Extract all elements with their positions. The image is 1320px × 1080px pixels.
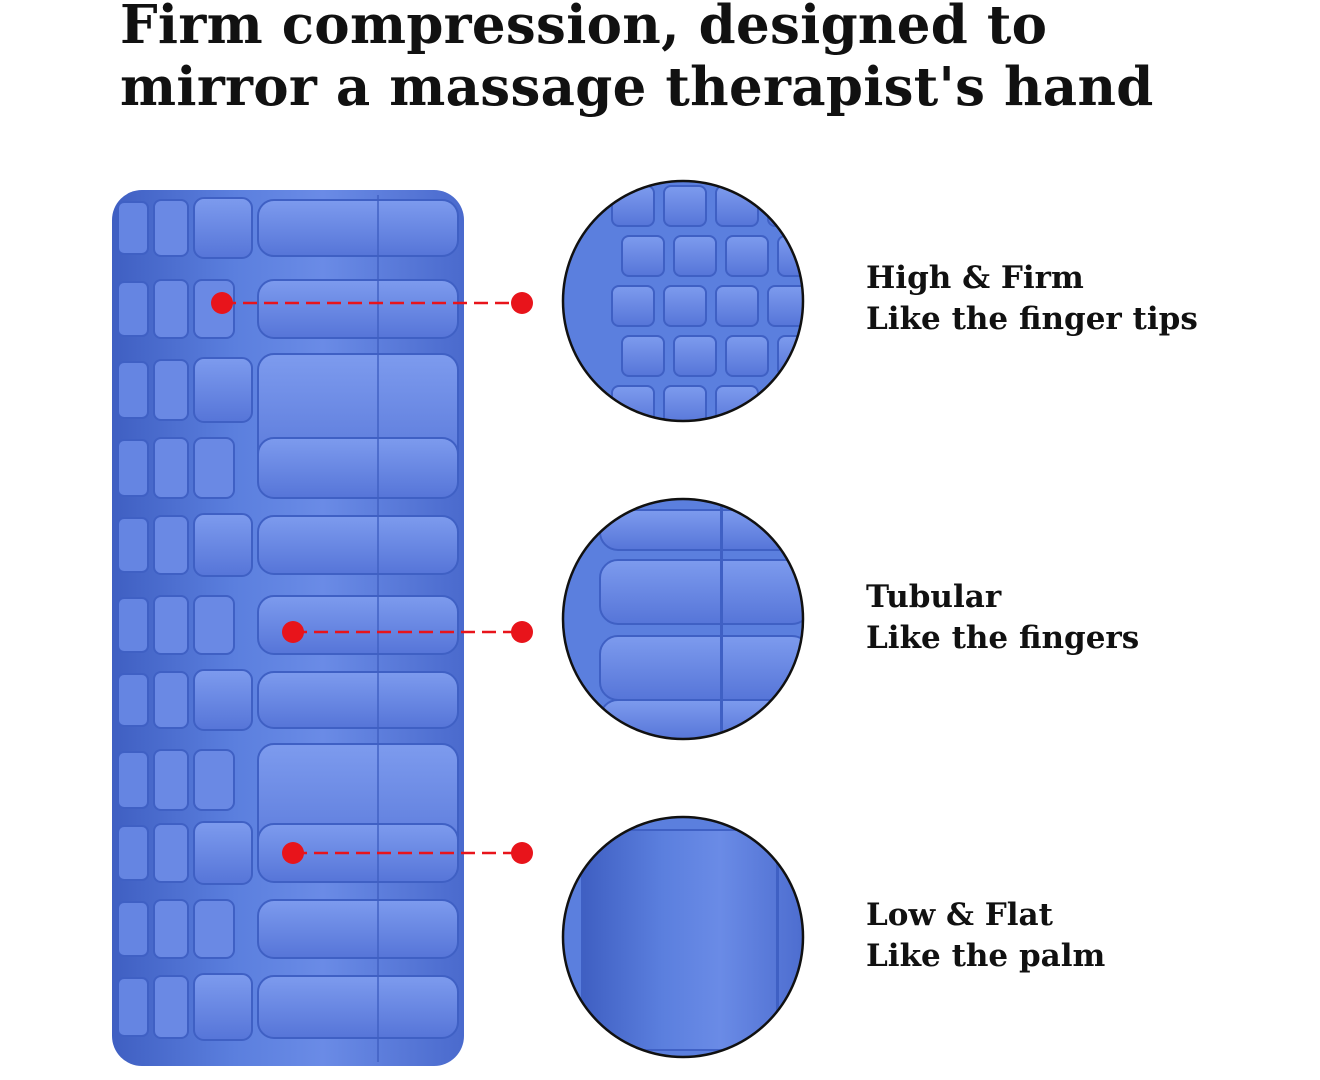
roller-nub bbox=[117, 673, 149, 727]
zoom-ridge bbox=[599, 699, 803, 739]
zoom-circle-fingers bbox=[561, 497, 805, 741]
feature-subtitle: Like the finger tips bbox=[866, 301, 1198, 337]
roller-nub bbox=[117, 597, 149, 653]
zoom-circle-finger-tips bbox=[561, 179, 805, 423]
feature-title: Tubular bbox=[866, 579, 1002, 615]
zoom-circle-palm bbox=[561, 815, 805, 1059]
roller-block bbox=[257, 199, 459, 257]
callout-high-firm bbox=[211, 292, 533, 314]
feature-label-low-flat: Low & Flat Like the palm bbox=[866, 895, 1105, 977]
zoom-nub bbox=[767, 185, 803, 227]
roller-block bbox=[193, 513, 253, 577]
callout-dot-roller bbox=[282, 621, 304, 643]
roller-block bbox=[257, 437, 459, 499]
feature-label-high-firm: High & Firm Like the finger tips bbox=[866, 258, 1198, 340]
roller-block bbox=[257, 899, 459, 959]
zoom-nub bbox=[611, 385, 655, 421]
zoom-nub bbox=[663, 285, 707, 327]
roller-block bbox=[193, 821, 253, 885]
roller-block bbox=[257, 279, 459, 339]
roller-block bbox=[257, 671, 459, 729]
feature-label-tubular: Tubular Like the fingers bbox=[866, 577, 1139, 659]
zoom-nub bbox=[715, 185, 759, 227]
zoom-nub bbox=[767, 385, 803, 421]
zoom-nub bbox=[663, 385, 707, 421]
roller-nub bbox=[117, 977, 149, 1037]
callout-dot-end bbox=[511, 292, 533, 314]
zoom-nub bbox=[611, 285, 655, 327]
zoom-seam bbox=[720, 499, 723, 739]
roller-nub bbox=[117, 201, 149, 255]
roller-nub bbox=[153, 975, 189, 1039]
roller-nub bbox=[117, 825, 149, 881]
roller-nub bbox=[117, 751, 149, 809]
zoom-nub bbox=[777, 335, 803, 377]
roller-nub bbox=[153, 671, 189, 729]
callout-dot-roller bbox=[282, 842, 304, 864]
roller-nub bbox=[117, 439, 149, 497]
roller-nub bbox=[153, 359, 189, 421]
roller-nub bbox=[153, 823, 189, 883]
feature-subtitle: Like the fingers bbox=[866, 620, 1140, 656]
zoom-nub bbox=[673, 335, 717, 377]
headline: Firm compression, designed to mirror a m… bbox=[120, 0, 1220, 118]
roller-block bbox=[257, 515, 459, 575]
zoom-nub bbox=[621, 235, 665, 277]
feature-title: High & Firm bbox=[866, 260, 1084, 296]
roller-block bbox=[193, 357, 253, 423]
roller-texture-blocks bbox=[117, 197, 459, 1041]
zoom-nub bbox=[715, 285, 759, 327]
roller-block bbox=[257, 975, 459, 1039]
feature-title: Low & Flat bbox=[866, 897, 1053, 933]
zoom-ridge bbox=[599, 559, 803, 625]
callout-tubular bbox=[282, 621, 533, 643]
callout-dot-end bbox=[511, 621, 533, 643]
roller-nub bbox=[153, 279, 189, 339]
roller-nub bbox=[153, 595, 189, 655]
callout-dot-end bbox=[511, 842, 533, 864]
roller-block bbox=[193, 973, 253, 1041]
roller-nub bbox=[193, 595, 235, 655]
zoom-seam bbox=[776, 817, 779, 1057]
roller-nub bbox=[153, 199, 189, 257]
roller-nub bbox=[117, 901, 149, 957]
zoom-ridge bbox=[599, 509, 803, 551]
zoom-nub bbox=[673, 235, 717, 277]
roller-nub bbox=[153, 899, 189, 959]
zoom-nub bbox=[725, 335, 769, 377]
zoom-nub bbox=[663, 185, 707, 227]
headline-line-1: Firm compression, designed to bbox=[120, 0, 1048, 56]
roller-nub bbox=[153, 749, 189, 811]
zoom-flat-pad bbox=[581, 829, 803, 1051]
roller-nub bbox=[193, 437, 235, 499]
roller-block bbox=[193, 197, 253, 259]
zoom-nub bbox=[621, 335, 665, 377]
zoom-nub bbox=[725, 235, 769, 277]
roller-block bbox=[257, 595, 459, 655]
zoom-nub bbox=[715, 385, 759, 421]
zoom-nub bbox=[767, 285, 803, 327]
callout-low-flat bbox=[282, 842, 533, 864]
roller-nub bbox=[117, 361, 149, 419]
roller-nub bbox=[117, 517, 149, 573]
feature-subtitle: Like the palm bbox=[866, 938, 1106, 974]
roller-block bbox=[193, 669, 253, 731]
roller-nub bbox=[193, 899, 235, 959]
roller-nub bbox=[193, 749, 235, 811]
roller-nub bbox=[117, 281, 149, 337]
callout-dot-roller bbox=[211, 292, 233, 314]
headline-line-2: mirror a massage therapist's hand bbox=[120, 56, 1154, 118]
roller-nub bbox=[153, 515, 189, 575]
roller-nub bbox=[153, 437, 189, 499]
